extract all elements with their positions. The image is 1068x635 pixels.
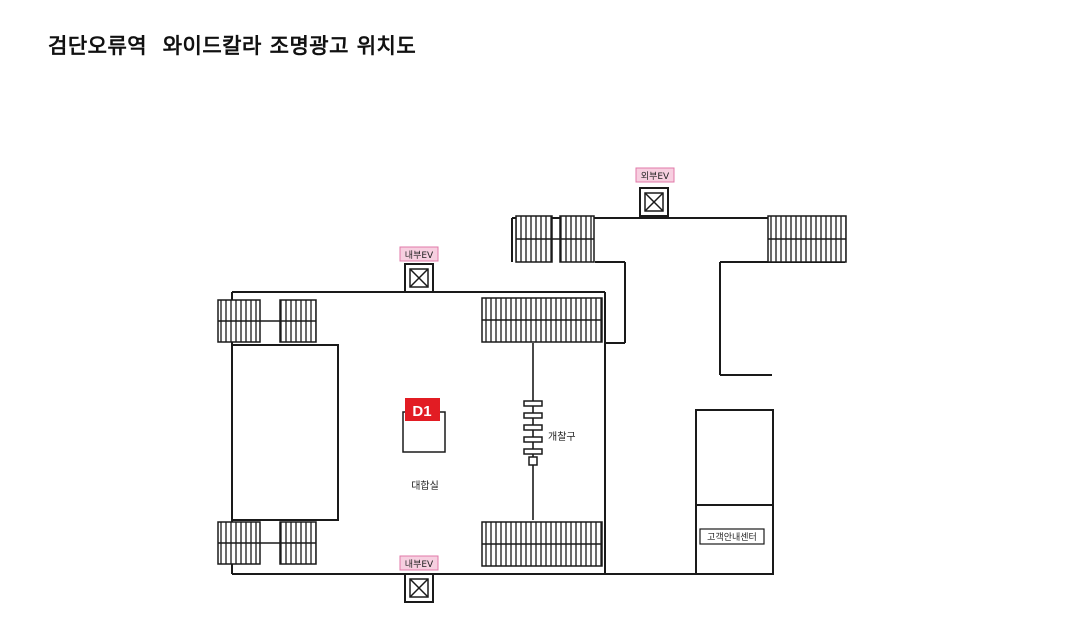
- ev-inner-bottom-label: 내부EV: [405, 559, 434, 570]
- ad-location-d1: D1: [402, 398, 446, 453]
- elevator-x-box-icon: [639, 187, 669, 217]
- ev-outer-label: 외부EV: [641, 170, 670, 182]
- waiting-room-label: 대합실: [411, 480, 439, 492]
- elevator-x-box-icon: [404, 573, 434, 603]
- gate-turnstiles: [523, 400, 543, 466]
- elevator-outer: 외부EV: [635, 167, 675, 217]
- gate-label: 개찰구: [548, 431, 576, 443]
- elevator-x-box-icon: [404, 263, 434, 293]
- elevator-inner-top: 내부EV: [399, 246, 439, 293]
- stairs: [217, 215, 847, 567]
- customer-center: 고객안내센터: [699, 528, 765, 545]
- customer-center-label: 고객안내센터: [707, 532, 757, 543]
- ad-marker-label: D1: [412, 403, 431, 420]
- elevator-inner-bottom: 내부EV: [399, 555, 439, 603]
- walls: [231, 217, 845, 575]
- page-title: 검단오류역 와이드칼라 조명광고 위치도: [48, 34, 417, 58]
- ev-inner-top-label: 내부EV: [405, 250, 434, 261]
